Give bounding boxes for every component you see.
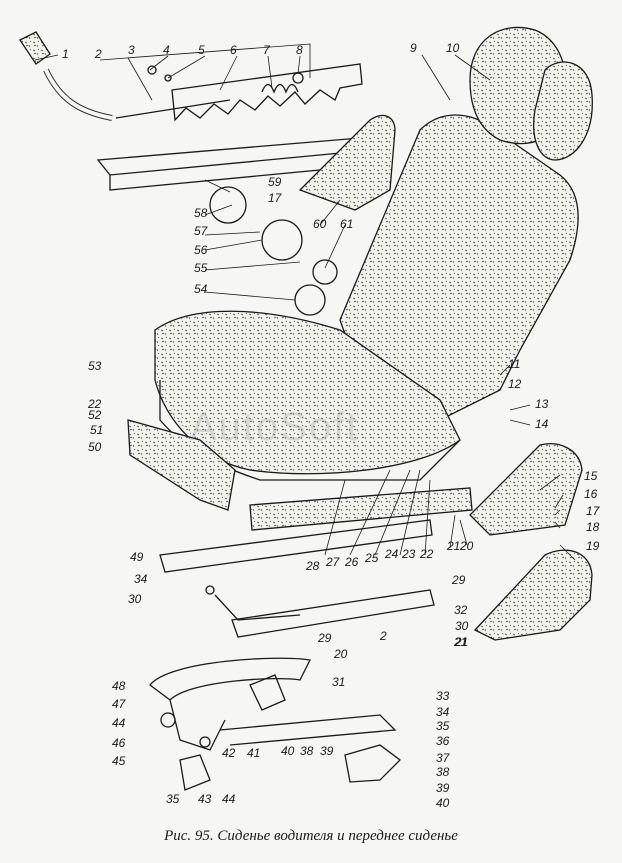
callout-label-54: 54 <box>194 282 208 296</box>
callout-label-52: 52 <box>88 408 102 422</box>
callout-label-40: 40 <box>281 744 295 758</box>
callout-label-34: 34 <box>134 572 148 586</box>
callout-label-20: 20 <box>460 539 474 553</box>
callout-label-59: 59 <box>268 175 282 189</box>
callout-label-30: 30 <box>455 619 469 633</box>
callout-label-40: 40 <box>436 796 450 810</box>
callout-label-56: 56 <box>194 243 208 257</box>
callout-label-11: 11 <box>508 357 521 371</box>
callout-label-61: 61 <box>340 217 354 231</box>
callout-label-16: 16 <box>584 487 598 501</box>
callout-label-48: 48 <box>112 679 126 693</box>
callout-label-42: 42 <box>222 746 236 760</box>
callout-label-36: 36 <box>436 734 450 748</box>
callout-label-38: 38 <box>436 765 450 779</box>
callout-label-34: 34 <box>436 705 450 719</box>
callout-label-39: 39 <box>436 781 450 795</box>
callout-label-47: 47 <box>112 697 126 711</box>
callout-label-22: 22 <box>88 397 102 411</box>
callout-label-49: 49 <box>130 550 144 564</box>
callout-label-9: 9 <box>410 41 417 55</box>
callout-label-13: 13 <box>535 397 549 411</box>
callout-label-43: 43 <box>198 792 212 806</box>
callout-label-29: 29 <box>318 631 332 645</box>
callout-label-14: 14 <box>535 417 549 431</box>
callout-label-37: 37 <box>436 751 450 765</box>
callout-label-31: 31 <box>332 675 346 689</box>
callout-label-44: 44 <box>222 792 236 806</box>
callout-label-32: 32 <box>454 603 468 617</box>
callout-label-3: 3 <box>128 43 135 57</box>
callout-label-26: 26 <box>345 555 359 569</box>
side-cover-upper <box>469 443 583 536</box>
callout-label-2: 2 <box>95 47 102 61</box>
callout-label-23: 23 <box>402 547 416 561</box>
callout-label-2: 2 <box>380 629 387 643</box>
callout-label-4: 4 <box>163 43 170 57</box>
bottom-trim <box>249 487 473 531</box>
callout-label-25: 25 <box>365 551 379 565</box>
callout-label-45: 45 <box>112 754 126 768</box>
callout-label-8: 8 <box>296 43 303 57</box>
callout-label-50: 50 <box>88 440 102 454</box>
callout-label-35: 35 <box>166 792 180 806</box>
side-cover-lower <box>473 549 593 641</box>
figure-caption: Рис. 95. Сиденье водителя и переднее сид… <box>164 828 458 844</box>
callout-label-7: 7 <box>263 43 270 57</box>
callout-label-18: 18 <box>586 520 600 534</box>
callout-label-20: 20 <box>334 647 348 661</box>
callout-label-44: 44 <box>112 716 126 730</box>
seat-lever <box>19 31 113 121</box>
seat-slide-rails <box>159 519 435 638</box>
callout-label-46: 46 <box>112 736 126 750</box>
callout-label-24: 24 <box>385 547 399 561</box>
callout-label-21: 21 <box>455 635 469 649</box>
callout-label-57: 57 <box>194 224 208 238</box>
watermark: AutoSoft <box>190 405 360 449</box>
callout-label-17: 17 <box>268 191 282 205</box>
leader-lines <box>34 43 576 561</box>
side-panel-left <box>127 419 236 511</box>
callout-label-21: 21 <box>454 635 468 649</box>
callout-label-33: 33 <box>436 689 450 703</box>
callout-label-29: 29 <box>452 573 466 587</box>
callout-label-12: 12 <box>508 377 522 391</box>
callout-label-15: 15 <box>584 469 598 483</box>
callout-label-38: 38 <box>300 744 314 758</box>
callout-label-53: 53 <box>88 359 102 373</box>
callout-label-30: 30 <box>128 592 142 606</box>
callout-label-39: 39 <box>320 744 334 758</box>
hinge-cover <box>298 114 396 211</box>
lower-frame <box>149 657 401 791</box>
callout-label-22: 22 <box>420 547 434 561</box>
callout-label-55: 55 <box>194 261 208 275</box>
callout-label-21: 21 <box>447 539 461 553</box>
callout-label-60: 60 <box>313 217 327 231</box>
callout-label-5: 5 <box>198 43 205 57</box>
callout-label-27: 27 <box>326 555 340 569</box>
callout-label-35: 35 <box>436 719 450 733</box>
callout-label-19: 19 <box>586 539 600 553</box>
callout-label-28: 28 <box>306 559 320 573</box>
callout-label-10: 10 <box>446 41 460 55</box>
callout-label-17: 17 <box>586 504 600 518</box>
callout-label-6: 6 <box>230 43 237 57</box>
callout-label-58: 58 <box>194 206 208 220</box>
callout-label-51: 51 <box>90 423 104 437</box>
callout-label-1: 1 <box>62 47 69 61</box>
callout-label-41: 41 <box>247 746 261 760</box>
